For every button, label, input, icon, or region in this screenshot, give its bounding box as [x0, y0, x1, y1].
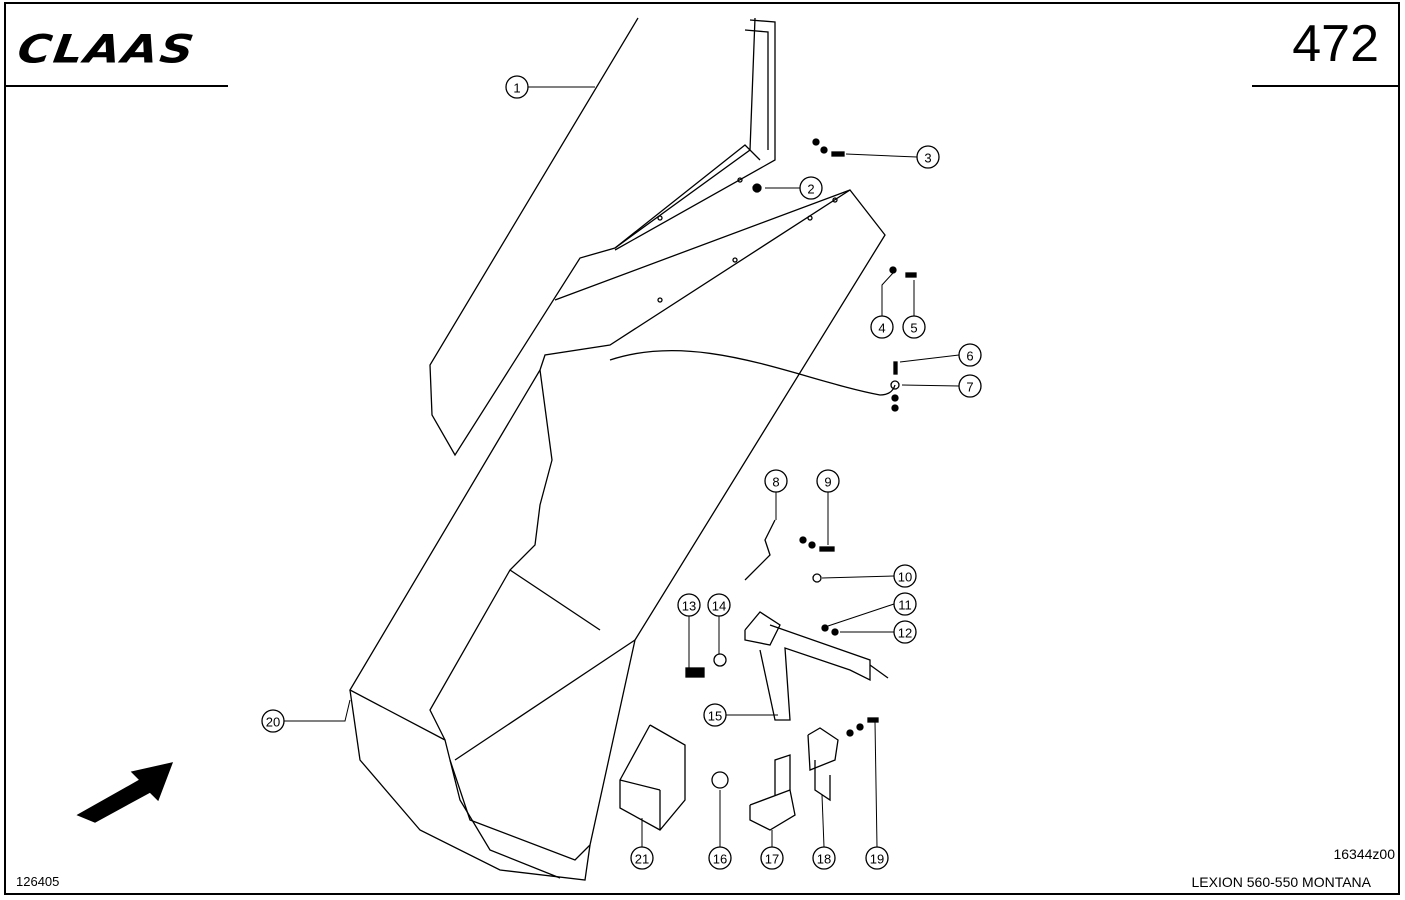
callout-label: 12	[898, 626, 912, 641]
callout-11: 11	[893, 592, 917, 616]
callout-circle	[760, 846, 784, 870]
callout-circle	[707, 593, 731, 617]
callout-circle	[958, 343, 982, 367]
callout-label: 11	[898, 598, 912, 613]
callout-10: 10	[893, 564, 917, 588]
callout-13: 13	[677, 593, 701, 617]
callout-label: 19	[870, 852, 884, 867]
callout-label: 17	[765, 852, 779, 867]
callout-1: 1	[505, 75, 529, 99]
callout-label: 8	[772, 475, 779, 490]
callout-9: 9	[816, 469, 840, 493]
callout-20: 20	[261, 709, 285, 733]
header-rule-right	[1252, 85, 1400, 87]
leader-lines	[284, 86, 960, 848]
callout-label: 4	[878, 321, 885, 336]
callout-circle	[764, 469, 788, 493]
model-name: LEXION 560-550 MONTANA	[1191, 874, 1371, 890]
callout-14: 14	[707, 593, 731, 617]
callout-label: 3	[924, 151, 931, 166]
cable	[609, 349, 896, 396]
callout-circle	[677, 593, 701, 617]
callout-7: 7	[958, 374, 982, 398]
drawing-number: 16344z00	[1333, 846, 1395, 862]
callout-label: 20	[266, 715, 280, 730]
callout-circle	[505, 75, 529, 99]
callout-6: 6	[958, 343, 982, 367]
part-18-bracket	[807, 727, 839, 802]
callout-circle	[893, 620, 917, 644]
callout-21: 21	[630, 846, 654, 870]
callout-label: 13	[682, 599, 696, 614]
callout-label: 15	[708, 709, 722, 724]
callout-circle	[865, 846, 889, 870]
callout-circle	[630, 846, 654, 870]
callout-label: 5	[910, 321, 917, 336]
callout-circle	[261, 709, 285, 733]
direction-arrow-icon	[76, 762, 174, 823]
callout-5: 5	[902, 315, 926, 339]
callout-2: 2	[799, 176, 823, 200]
callout-18: 18	[812, 846, 836, 870]
callout-label: 10	[898, 570, 912, 585]
callout-label: 2	[807, 182, 814, 197]
callout-circle	[916, 145, 940, 169]
callout-4: 4	[870, 315, 894, 339]
page-number: 472	[1292, 15, 1379, 73]
callout-label: 1	[513, 81, 520, 96]
callout-label: 21	[635, 852, 649, 867]
callout-circle	[816, 469, 840, 493]
part-17-valve	[711, 754, 796, 831]
callout-17: 17	[760, 846, 784, 870]
page-frame	[4, 2, 1400, 895]
callout-circle	[958, 374, 982, 398]
callout-19: 19	[865, 846, 889, 870]
callout-12: 12	[893, 620, 917, 644]
hardware	[685, 138, 917, 737]
callout-label: 6	[966, 349, 973, 364]
callout-circle	[812, 846, 836, 870]
callout-label: 7	[966, 380, 973, 395]
header-rule-left	[6, 85, 228, 87]
part-20-chute	[349, 189, 886, 881]
part-8-bracket	[744, 519, 776, 581]
part-1-cover	[429, 17, 776, 457]
part-21-housing	[619, 724, 686, 831]
callout-circle	[893, 564, 917, 588]
callout-circle	[893, 592, 917, 616]
callout-label: 14	[712, 599, 726, 614]
callout-circle	[870, 315, 894, 339]
callout-label: 18	[817, 852, 831, 867]
callout-circle	[708, 846, 732, 870]
callout-circle	[799, 176, 823, 200]
callout-15: 15	[703, 703, 727, 727]
callout-circle	[902, 315, 926, 339]
callout-circle	[703, 703, 727, 727]
callout-8: 8	[764, 469, 788, 493]
callout-3: 3	[916, 145, 940, 169]
part-15-bracket	[744, 611, 889, 721]
callout-16: 16	[708, 846, 732, 870]
callout-label: 16	[713, 852, 727, 867]
callout-label: 9	[824, 475, 831, 490]
image-number: 126405	[16, 874, 60, 889]
